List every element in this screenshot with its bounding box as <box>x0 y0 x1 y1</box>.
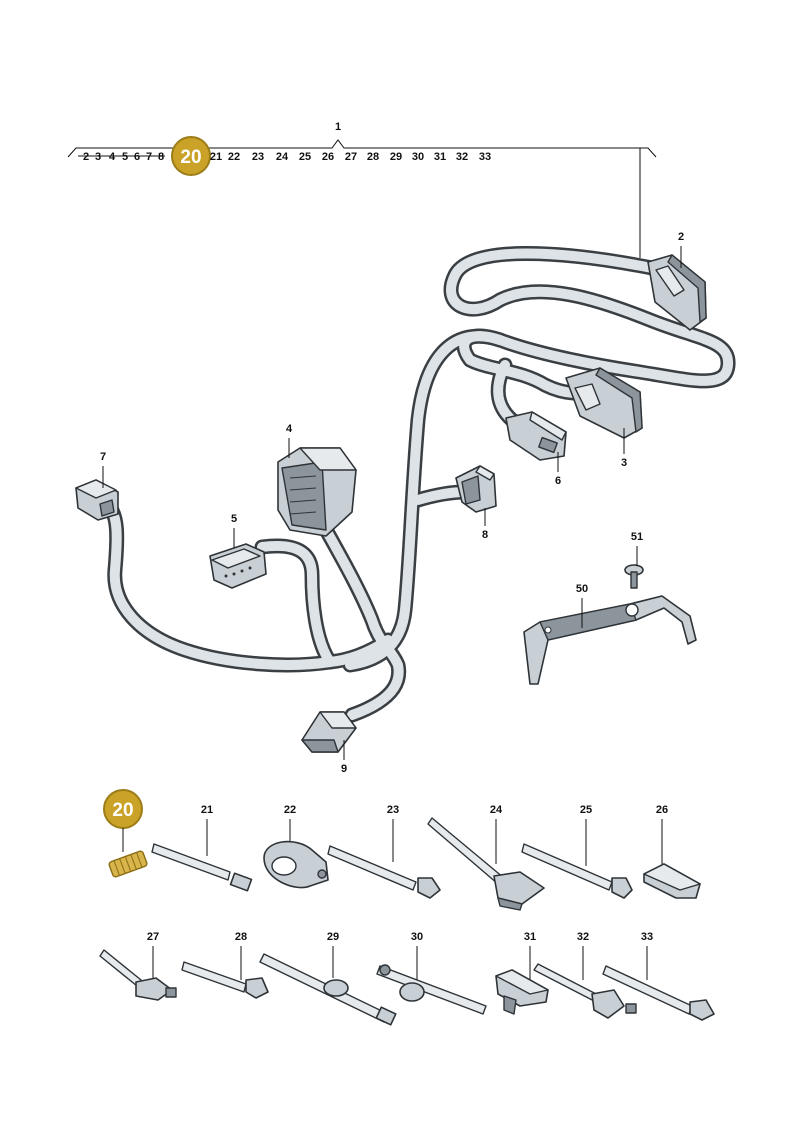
index-item-27[interactable]: 27 <box>345 151 357 163</box>
bracket-line <box>67 139 657 158</box>
part-29-cable-tie-mount[interactable] <box>259 953 397 1026</box>
label-26[interactable]: 26 <box>656 804 668 816</box>
index-item-7[interactable]: 7 <box>146 151 152 163</box>
index-item-24[interactable]: 24 <box>276 151 289 163</box>
index-bracket: 1 2 3 4 5 6 7 8 20 21 22 23 24 25 26 27 … <box>67 121 657 258</box>
part-25-cable-tie[interactable] <box>521 843 633 899</box>
part-32-cable-tie-clip[interactable] <box>533 963 637 1019</box>
connector-7[interactable] <box>75 479 119 521</box>
label-24[interactable]: 24 <box>490 804 503 816</box>
connector-4[interactable] <box>277 447 357 537</box>
callout-6[interactable]: 6 <box>555 475 561 487</box>
index-item-23[interactable]: 23 <box>252 151 264 163</box>
index-badge-circle <box>171 136 211 176</box>
part-31-clip[interactable] <box>495 969 549 1015</box>
part-33-cable-tie[interactable] <box>602 965 715 1021</box>
part-26-clip[interactable] <box>643 863 701 899</box>
index-left-items: 2 3 4 5 6 7 8 <box>83 151 164 163</box>
index-item-31[interactable]: 31 <box>434 151 446 163</box>
label-22[interactable]: 22 <box>284 804 296 816</box>
index-item-21[interactable]: 21 <box>210 151 222 163</box>
part-27-cable-tie-clip[interactable] <box>99 949 177 1001</box>
group-label: 1 <box>335 121 341 133</box>
label-25[interactable]: 25 <box>580 804 592 816</box>
callout-7[interactable]: 7 <box>100 451 106 463</box>
connector-6[interactable] <box>505 411 567 461</box>
index-item-32[interactable]: 32 <box>456 151 468 163</box>
label-29[interactable]: 29 <box>327 931 339 943</box>
bracket-50[interactable] <box>523 595 697 685</box>
part-24-cable-tie-clip[interactable] <box>427 817 545 911</box>
callouts-main: 2 3 4 5 6 7 8 9 50 51 <box>100 231 684 775</box>
label-27[interactable]: 27 <box>147 931 159 943</box>
index-item-29[interactable]: 29 <box>390 151 402 163</box>
callout-5[interactable]: 5 <box>231 513 237 525</box>
label-21[interactable]: 21 <box>201 804 213 816</box>
index-item-26[interactable]: 26 <box>322 151 334 163</box>
part-30-cable-tie-mount[interactable] <box>376 964 487 1015</box>
index-item-22[interactable]: 22 <box>228 151 240 163</box>
index-item-6[interactable]: 6 <box>134 151 140 163</box>
label-28[interactable]: 28 <box>235 931 247 943</box>
connector-8[interactable] <box>455 465 497 513</box>
callout-2[interactable]: 2 <box>678 231 684 243</box>
wiring-harness <box>75 246 736 753</box>
callout-3[interactable]: 3 <box>621 457 627 469</box>
index-item-4[interactable]: 4 <box>109 151 116 163</box>
label-23[interactable]: 23 <box>387 804 399 816</box>
callout-8[interactable]: 8 <box>482 529 488 541</box>
label-30[interactable]: 30 <box>411 931 423 943</box>
index-item-2[interactable]: 2 <box>83 151 89 163</box>
index-item-28[interactable]: 28 <box>367 151 379 163</box>
part-21-cable-tie[interactable] <box>151 843 253 892</box>
index-badge-label: 20 <box>180 147 201 168</box>
index-badge[interactable]: 20 <box>171 136 211 176</box>
connector-2[interactable] <box>647 254 707 331</box>
index-item-3[interactable]: 3 <box>95 151 101 163</box>
part-23-cable-tie[interactable] <box>327 845 441 899</box>
callout-50[interactable]: 50 <box>576 583 588 595</box>
index-item-5[interactable]: 5 <box>122 151 128 163</box>
label-32[interactable]: 32 <box>577 931 589 943</box>
callout-4[interactable]: 4 <box>286 423 293 435</box>
part-28-cable-tie[interactable] <box>181 961 269 999</box>
connector-5[interactable] <box>209 543 267 589</box>
index-item-25[interactable]: 25 <box>299 151 311 163</box>
connector-9[interactable] <box>301 711 357 753</box>
part-badge-20-label: 20 <box>112 800 133 821</box>
part-badge-20[interactable]: 20 <box>103 789 148 878</box>
bolt-51[interactable] <box>624 564 644 589</box>
connector-3[interactable] <box>565 367 643 439</box>
label-31[interactable]: 31 <box>524 931 536 943</box>
index-item-30[interactable]: 30 <box>412 151 424 163</box>
small-parts: 20 21 22 23 24 25 26 <box>99 789 715 1026</box>
index-item-8[interactable]: 8 <box>158 151 164 163</box>
index-item-33[interactable]: 33 <box>479 151 491 163</box>
index-right-items: 21 22 23 24 25 26 27 28 29 30 31 32 33 <box>210 151 491 163</box>
callout-51[interactable]: 51 <box>631 531 643 543</box>
part-22-grommet[interactable] <box>263 840 329 889</box>
label-33[interactable]: 33 <box>641 931 653 943</box>
callout-9[interactable]: 9 <box>341 763 347 775</box>
